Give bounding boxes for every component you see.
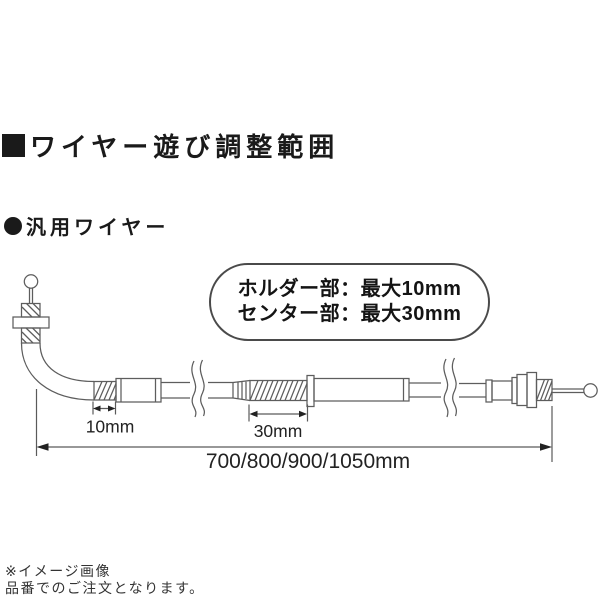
footnote-image-disclaimer: ※イメージ画像 (5, 563, 111, 579)
center-collar (306, 374, 315, 408)
dimension-overall-length: 700/800/900/1050mm (35, 389, 553, 473)
upper-thread-hatch (21, 303, 41, 318)
wire-diagram: 10mm 30mm 700/800/900/1050mm (12, 274, 598, 473)
black-circle-icon (4, 216, 22, 235)
outer-cable (161, 359, 234, 418)
center-adjuster-30mm (232, 374, 410, 408)
lower-thread-hatch (21, 327, 41, 344)
arrow-right-icon (540, 443, 552, 451)
dimension-30mm: 30mm (248, 404, 309, 441)
adjuster-cone (232, 379, 251, 402)
footnote-order-note: 品番でのご注文となります。 (5, 579, 205, 596)
cable-segment-d (459, 382, 486, 398)
arrow-right-icon (299, 410, 307, 418)
callout-line-holder: ホルダー部：最大10mm (237, 278, 462, 300)
dimension-30mm-label: 30mm (254, 421, 303, 441)
right-thread-hatch (535, 379, 553, 401)
holder-adjuster-10mm (93, 377, 162, 403)
break-symbol-left (191, 359, 205, 418)
elbow-tube (20, 342, 95, 401)
break-symbol-right (443, 357, 457, 418)
right-end-assembly (485, 371, 598, 409)
black-square-icon (2, 134, 25, 157)
section-label-text: 汎用ワイヤー (26, 217, 170, 239)
dimension-10mm: 10mm (86, 401, 135, 437)
ball-end-right (583, 383, 598, 398)
right-collar (485, 379, 493, 403)
outer-cable-right (409, 357, 486, 418)
arrow-left-icon (249, 410, 258, 418)
section-label-generic-wire: 汎用ワイヤー (4, 211, 169, 240)
dimension-overall-label: 700/800/900/1050mm (206, 450, 410, 473)
right-lock-nut (526, 371, 538, 409)
right-flange (511, 376, 518, 405)
cable-segment-a (161, 381, 190, 399)
footnotes: ※イメージ画像 品番でのご注文となります。 (5, 563, 205, 596)
arrow-left-icon (93, 405, 101, 412)
cable-segment-c (409, 382, 441, 398)
dimension-10mm-label: 10mm (86, 417, 135, 437)
page-title-text: ワイヤー遊び調整範囲 (30, 132, 340, 162)
page-title: ワイヤー遊び調整範囲 (2, 127, 339, 164)
dimension-30mm-lines (248, 404, 309, 422)
holder-lock-nut (12, 316, 50, 329)
arrow-left-icon (36, 443, 49, 451)
dimension-overall-lines (35, 389, 553, 462)
right-sleeve (491, 380, 513, 401)
cable-segment-b (208, 381, 234, 399)
ball-end-left (23, 274, 39, 289)
dimension-10mm-lines (92, 401, 117, 415)
holder-adjuster-caps (120, 378, 157, 402)
right-adjuster-nut (516, 373, 528, 407)
arrow-right-icon (108, 405, 116, 412)
center-thread-hatch (249, 380, 308, 401)
center-adjuster-body (313, 377, 410, 402)
ball-stem-left (28, 288, 34, 304)
adjustment-callout-bubble: ホルダー部：最大10mm センター部：最大30mm (209, 263, 490, 341)
holder-thread-hatch (93, 381, 117, 401)
callout-line-center: センター部：最大30mm (237, 303, 462, 325)
inner-wire-rod (552, 388, 584, 394)
left-end-assembly (12, 274, 95, 401)
holder-adjuster-body (115, 377, 162, 403)
